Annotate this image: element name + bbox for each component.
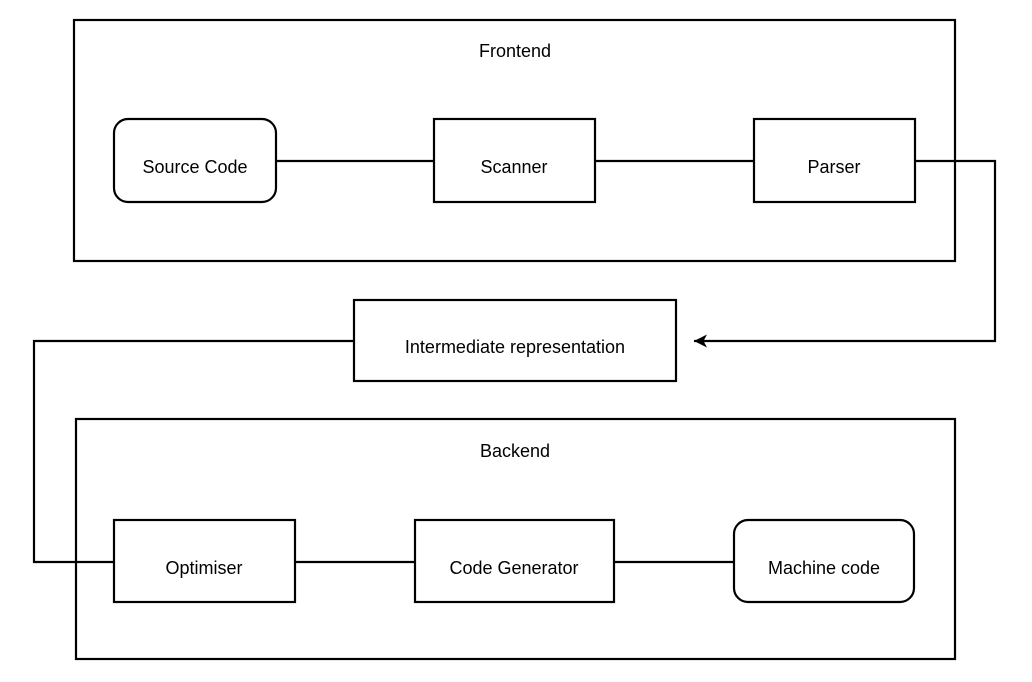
frontend-group-label: Frontend — [479, 41, 551, 61]
edge-code-generator-to-machine-code[interactable] — [614, 555, 752, 569]
machine-code-label: Machine code — [768, 558, 880, 578]
scanner-label: Scanner — [480, 157, 547, 177]
edge-line-parser-to-ir — [694, 159, 997, 343]
node-machine-code[interactable]: Machine code — [732, 518, 916, 604]
frontend-container-border — [72, 18, 957, 263]
arrowhead-icon — [694, 334, 707, 348]
edge-optimiser-to-code-generator[interactable] — [295, 555, 433, 569]
node-intermediate-representation[interactable]: Intermediate representation — [352, 298, 678, 383]
node-code-generator[interactable]: Code Generator — [413, 518, 616, 604]
edge-parser-to-ir[interactable] — [694, 159, 997, 348]
parser-label: Parser — [807, 157, 860, 177]
edge-scanner-to-parser[interactable] — [595, 154, 772, 168]
intermediate-representation-shape — [352, 298, 678, 383]
backend-container-border — [74, 417, 957, 661]
code-generator-shape — [413, 518, 616, 604]
intermediate-representation-label: Intermediate representation — [405, 337, 625, 357]
edge-source-to-scanner[interactable] — [276, 154, 452, 168]
scanner-shape — [432, 117, 597, 204]
source-code-label: Source Code — [142, 157, 247, 177]
source-code-shape — [112, 117, 278, 204]
node-scanner[interactable]: Scanner — [432, 117, 597, 204]
group-frontend[interactable]: Frontend — [72, 18, 957, 263]
optimiser-shape — [112, 518, 297, 604]
node-source-code[interactable]: Source Code — [112, 117, 278, 204]
parser-shape — [752, 117, 917, 204]
node-optimiser[interactable]: Optimiser — [112, 518, 297, 604]
code-generator-label: Code Generator — [449, 558, 578, 578]
edge-line-ir-to-optimiser — [32, 339, 354, 564]
node-parser[interactable]: Parser — [752, 117, 917, 204]
machine-code-shape — [732, 518, 916, 604]
backend-group-label: Backend — [480, 441, 550, 461]
group-backend[interactable]: Backend — [74, 417, 957, 661]
optimiser-label: Optimiser — [165, 558, 242, 578]
